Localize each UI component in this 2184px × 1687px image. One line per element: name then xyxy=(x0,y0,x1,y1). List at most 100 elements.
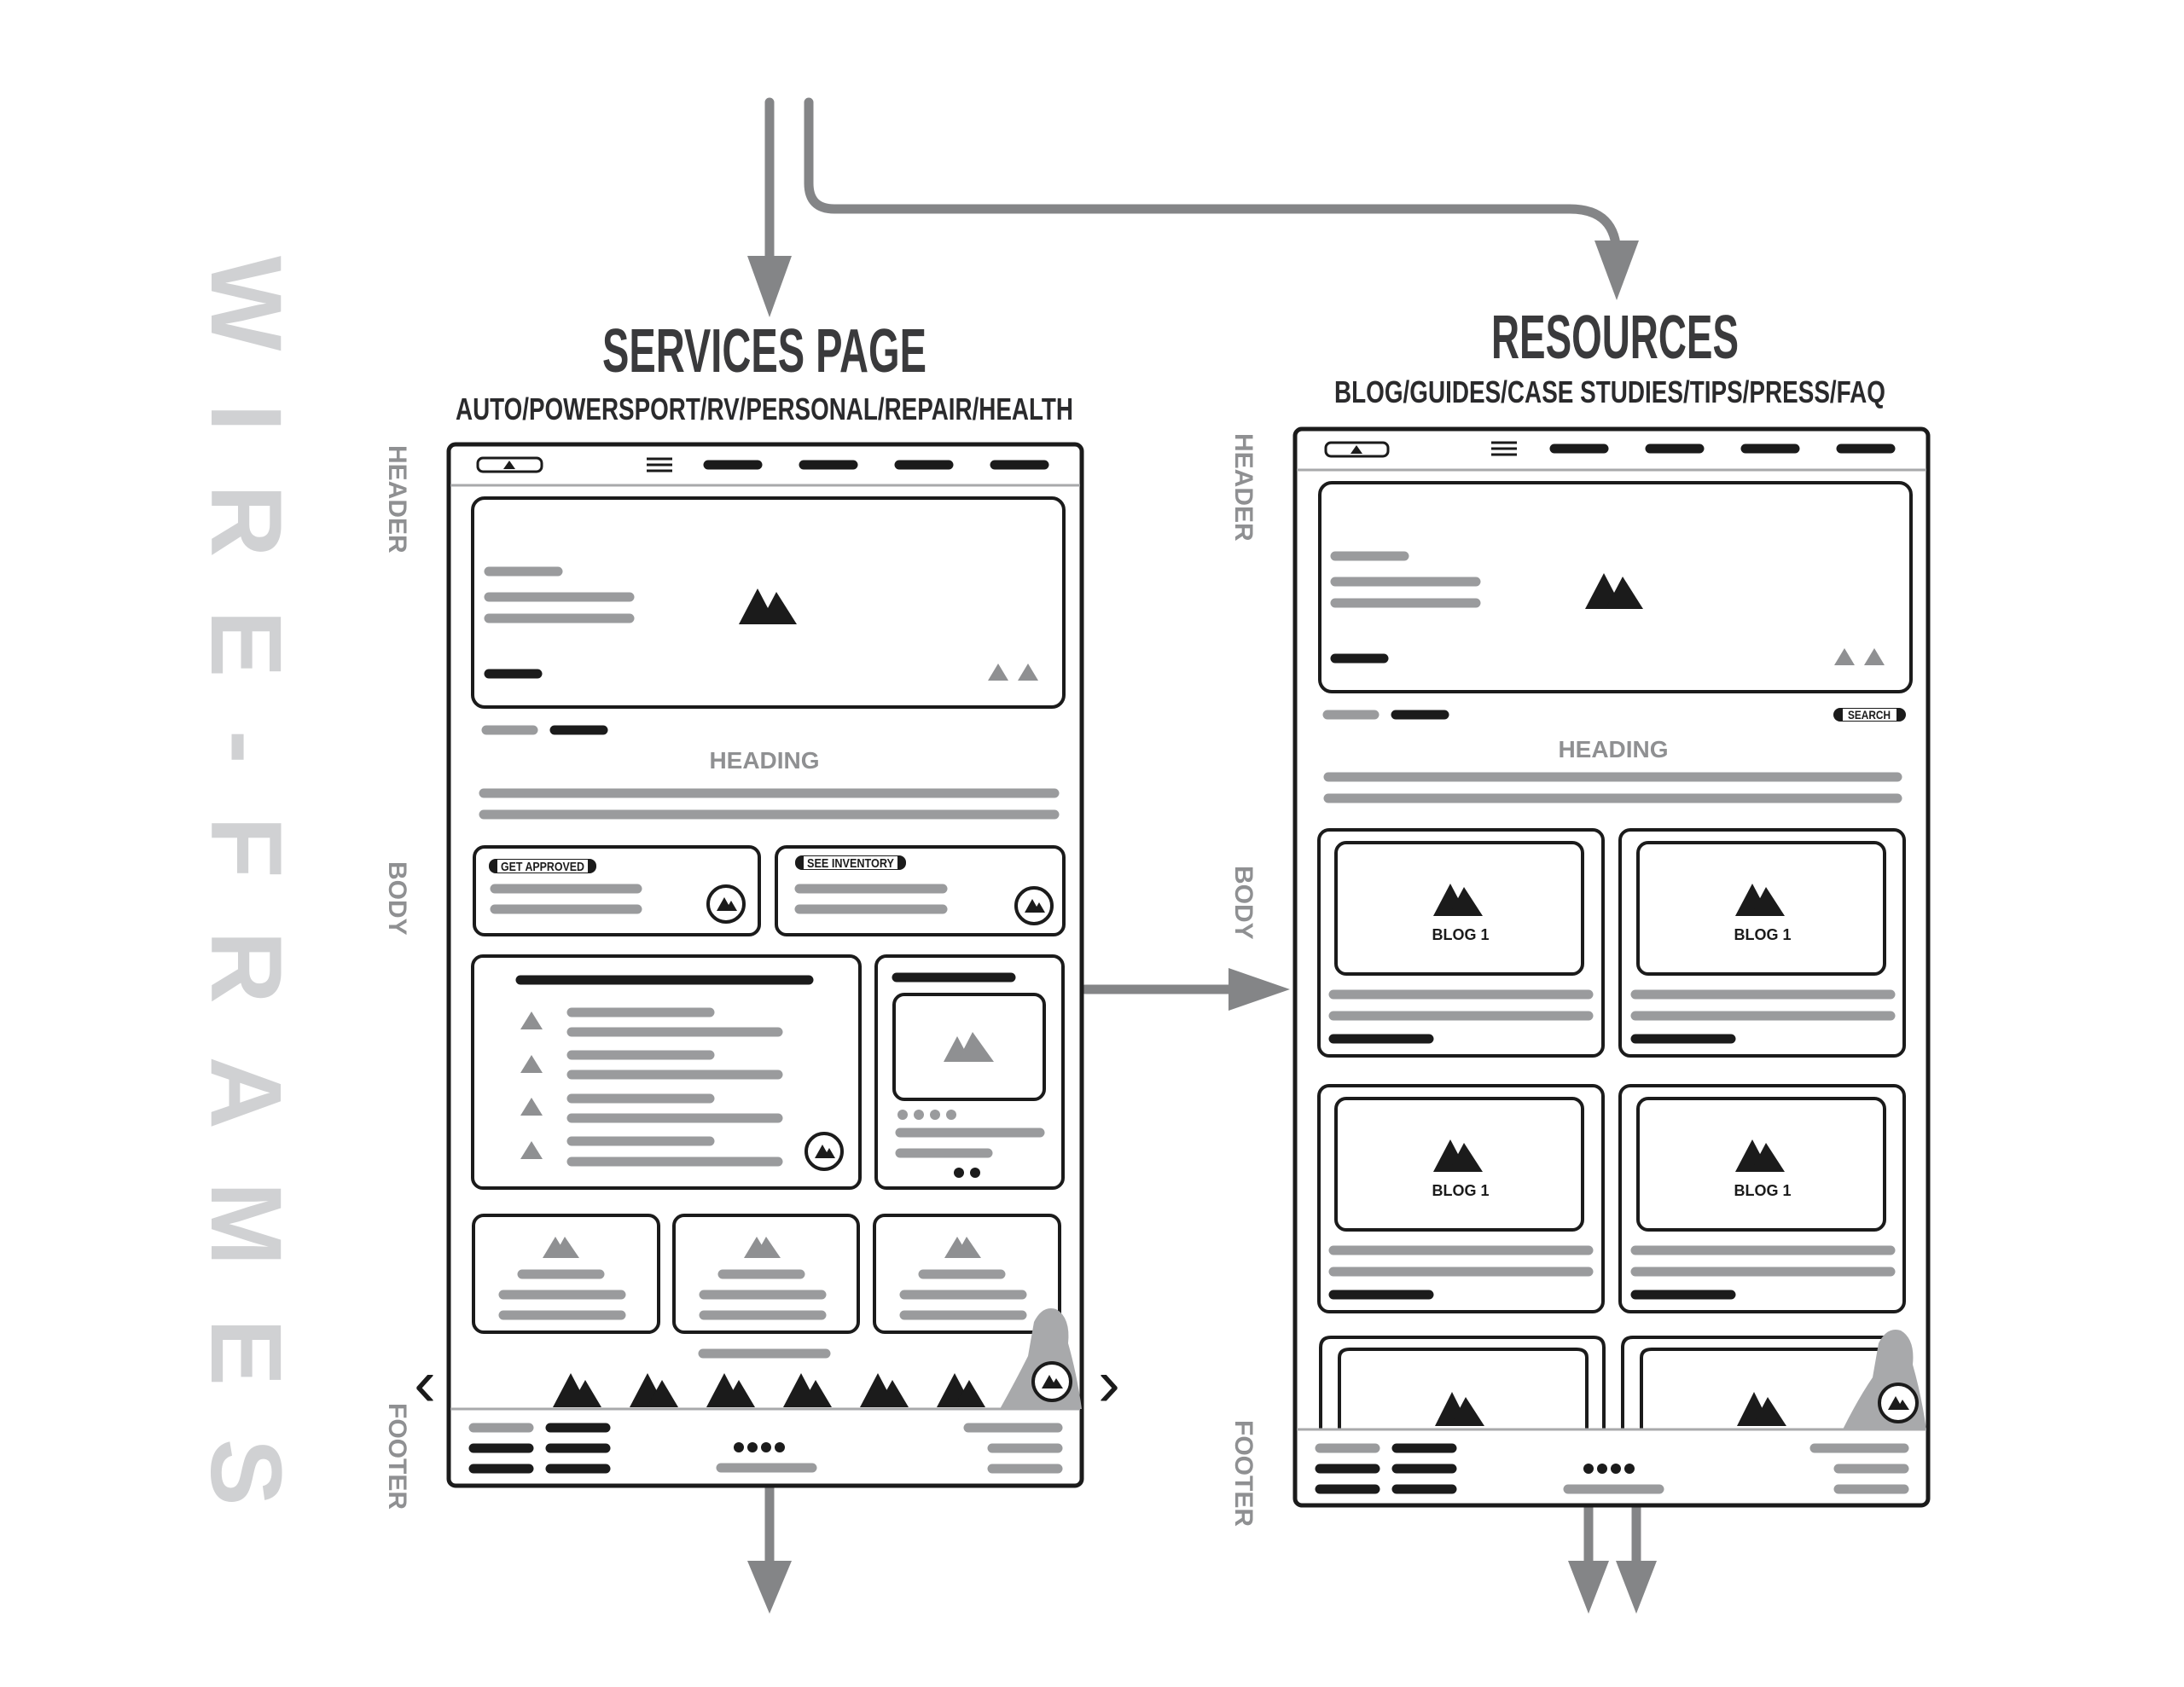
logo-placeholder[interactable] xyxy=(1324,441,1390,458)
mountain-icon xyxy=(1735,884,1785,916)
services-title: SERVICES PAGE xyxy=(602,317,926,386)
mountain-icon xyxy=(553,1373,601,1407)
resources-title: RESOURCES xyxy=(1491,304,1739,372)
section-label-body: BODY xyxy=(1229,866,1258,940)
resources-page: RESOURCES BLOG/GUIDES/CASE STUDIES/TIPS/… xyxy=(1229,304,1931,1527)
resources-subtitle: BLOG/GUIDES/CASE STUDIES/TIPS/PRESS/FAQ xyxy=(1334,374,1885,409)
arrow-right-icon xyxy=(1228,968,1290,1011)
footer-social-dots[interactable] xyxy=(734,1442,785,1452)
footer-contact xyxy=(963,1423,1063,1474)
section-label-body: BODY xyxy=(383,861,411,936)
promo-dots[interactable] xyxy=(897,1110,956,1120)
section-label-footer: FOOTER xyxy=(1229,1420,1258,1527)
search-label: SEARCH xyxy=(1848,708,1891,722)
flow-arrows xyxy=(764,97,1641,1591)
services-subtitle: AUTO/POWERSPORT/RV/PERSONAL/REPAIR/HEALT… xyxy=(456,391,1073,426)
mountain-icon xyxy=(783,1373,832,1407)
mountain-icon xyxy=(944,1032,994,1062)
blog-card[interactable]: BLOG 1 xyxy=(1618,828,1906,1058)
cta-pill-fill xyxy=(497,860,588,872)
arrow-down-icon xyxy=(1568,1561,1609,1614)
mountain-icon xyxy=(630,1373,678,1407)
mountain-icon xyxy=(937,1373,985,1407)
footer-links[interactable] xyxy=(468,1423,611,1474)
blog-card-label: BLOG 1 xyxy=(1734,1182,1791,1199)
hero-slide-dots[interactable] xyxy=(988,664,1038,681)
cta-card-see-inventory[interactable] xyxy=(775,845,1066,936)
blog-image xyxy=(1334,841,1584,976)
mountain-icon xyxy=(1735,1139,1785,1172)
mountain-icon xyxy=(1435,1392,1484,1426)
blog-text-lines xyxy=(1630,989,1896,1044)
blog-text-lines xyxy=(1328,1245,1594,1300)
mountain-icon xyxy=(543,1237,981,1258)
mountain-icon xyxy=(706,1373,755,1407)
cta-label-see-inventory: SEE INVENTORY xyxy=(807,856,894,871)
promo-image xyxy=(892,993,1046,1101)
logo-placeholder[interactable] xyxy=(476,456,543,473)
footer-links[interactable] xyxy=(1315,1443,1457,1494)
promo-card xyxy=(874,954,1065,1190)
hamburger-menu-icon[interactable] xyxy=(647,457,672,472)
blog-image xyxy=(1636,841,1886,976)
logo-mountain-icon xyxy=(1350,445,1362,454)
blog-card-label: BLOG 1 xyxy=(1734,926,1791,943)
chevron-left-icon[interactable]: ‹ xyxy=(414,1345,436,1420)
mountain-icon xyxy=(860,1373,909,1407)
chat-avatar-icon[interactable] xyxy=(706,884,746,924)
blog-card[interactable]: BLOG 1 xyxy=(1618,1084,1906,1313)
services-frame xyxy=(446,442,1084,1488)
mountain-icon xyxy=(1737,1392,1786,1426)
hero-text-lines xyxy=(484,566,635,623)
resources-heading: HEADING xyxy=(1558,736,1668,762)
mountain-icon xyxy=(1585,573,1643,609)
cta-text-lines xyxy=(490,884,642,914)
hero-banner xyxy=(1318,481,1913,693)
promo-pager[interactable] xyxy=(954,1168,980,1178)
arrow-to-resources xyxy=(804,97,1622,278)
logo-carousel[interactable] xyxy=(553,1373,985,1407)
blog-text-lines xyxy=(1630,1245,1896,1300)
blog-text-lines xyxy=(1328,989,1594,1044)
feature-list-card xyxy=(471,954,862,1190)
arrow-down-icon xyxy=(747,256,792,317)
chat-widget[interactable] xyxy=(1843,1330,1926,1429)
intro-text xyxy=(1323,772,1902,803)
blog-card-label: BLOG 1 xyxy=(1432,1182,1489,1199)
blog-card[interactable]: BLOG 1 xyxy=(1317,828,1605,1058)
blog-card[interactable]: BLOG 1 xyxy=(1317,1084,1605,1313)
mountain-icon xyxy=(739,588,797,624)
mountain-icon xyxy=(1433,884,1483,916)
blog-image xyxy=(1334,1097,1584,1232)
promo-text-lines xyxy=(895,1128,1045,1158)
cta-label-get-approved: GET APPROVED xyxy=(501,860,584,874)
logo-mountain-icon xyxy=(503,461,515,469)
service-card[interactable] xyxy=(672,1214,860,1334)
footer-social-dots[interactable] xyxy=(1583,1464,1635,1474)
cta-card-get-approved[interactable] xyxy=(473,845,761,936)
section-label-header: HEADER xyxy=(1229,433,1258,542)
hamburger-menu-icon[interactable] xyxy=(1491,441,1517,456)
service-card[interactable] xyxy=(472,1214,660,1334)
hero-slide-dots[interactable] xyxy=(1834,648,1885,665)
intro-text xyxy=(479,788,1060,820)
chat-avatar-icon[interactable] xyxy=(1014,886,1054,925)
arrow-heads xyxy=(747,241,1657,1614)
arrow-down-icon xyxy=(747,1561,792,1614)
section-label-footer: FOOTER xyxy=(383,1403,411,1510)
feature-list xyxy=(520,1007,783,1167)
service-card[interactable] xyxy=(873,1214,1061,1334)
chat-widget[interactable] xyxy=(1000,1308,1082,1409)
blog-card[interactable] xyxy=(1319,1336,1606,1429)
hero-text-lines xyxy=(1330,551,1481,608)
services-heading: HEADING xyxy=(709,747,819,774)
cta-pill-fill xyxy=(804,856,897,869)
mountain-icon xyxy=(1433,1139,1483,1172)
side-title: WIRE-FRAMES xyxy=(189,256,302,1559)
search-pill-fill xyxy=(1843,709,1896,721)
chat-avatar-icon[interactable] xyxy=(804,1132,844,1171)
resources-frame xyxy=(1292,426,1931,1508)
chevron-right-icon[interactable]: › xyxy=(1098,1345,1120,1420)
footer-contact xyxy=(1809,1443,1909,1494)
